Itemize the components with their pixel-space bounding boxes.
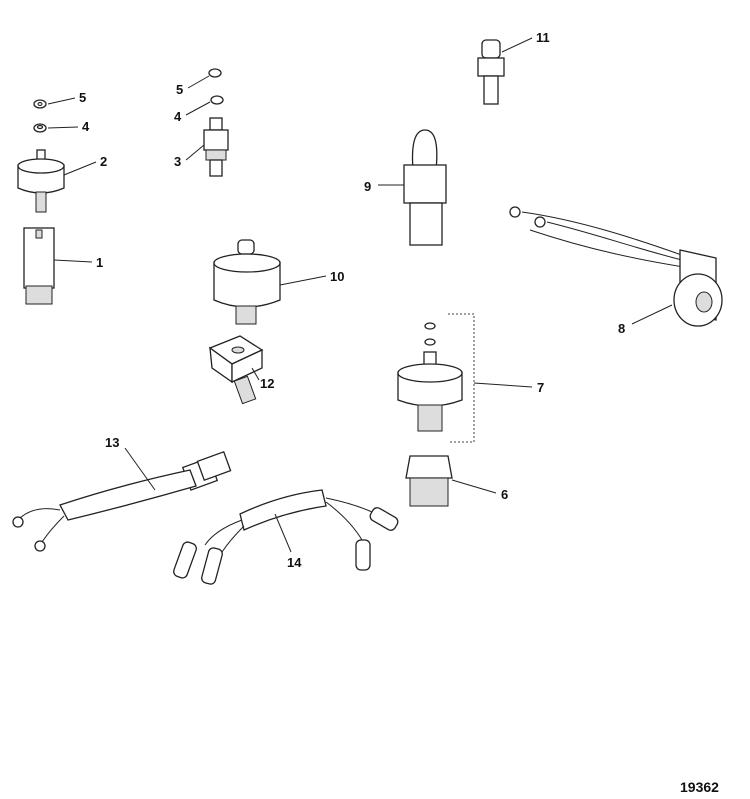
callout-10: 10 (330, 269, 344, 284)
callout-5: 5 (79, 90, 86, 105)
callout-3: 3 (174, 154, 181, 169)
part-5-nut-left (33, 99, 47, 109)
callout-13: 13 (105, 435, 119, 450)
part-3-temperature-switch (203, 117, 229, 177)
part-13-harness (12, 450, 232, 552)
callout-8: 8 (618, 321, 625, 336)
part-12-elbow-fitting (208, 335, 264, 405)
leader-lines (47, 37, 673, 553)
callout-4: 4 (82, 119, 90, 134)
part-11-sender (477, 39, 505, 105)
part-10-knock-sensor (213, 239, 281, 325)
part-8-coil-harness (509, 206, 723, 327)
callout-12: 12 (260, 376, 274, 391)
callout-7: 7 (537, 380, 544, 395)
part-4-washer-left (33, 123, 47, 133)
part-14-harness (173, 489, 399, 585)
part-7-oil-pressure-switch (397, 313, 475, 443)
callout-14: 14 (287, 555, 302, 570)
part-4-washer-mid (210, 95, 224, 105)
part-1-adapter (23, 227, 55, 305)
part-9-connector-boot (403, 129, 447, 246)
callout-2: 2 (100, 154, 107, 169)
callout-6: 6 (501, 487, 508, 502)
part-2-pressure-sender (17, 149, 65, 213)
part-5-nut-mid (208, 68, 222, 78)
figure-number: 19362 (680, 779, 719, 795)
callout-11: 11 (536, 30, 550, 45)
callout-5-mid: 5 (176, 82, 183, 97)
callout-9: 9 (364, 179, 371, 194)
callout-4-mid: 4 (174, 109, 182, 124)
part-6-adapter-fitting (405, 455, 453, 507)
callout-1: 1 (96, 255, 103, 270)
